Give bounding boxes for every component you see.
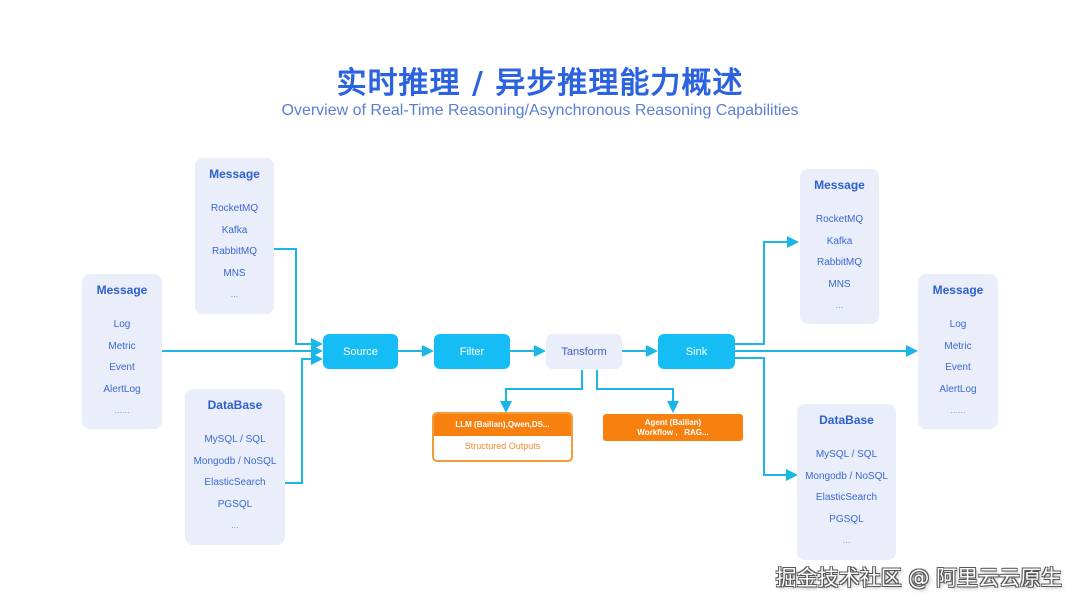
page-title: 实时推理 / 异步推理能力概述 bbox=[336, 66, 744, 101]
card-item: RabbitMQ bbox=[211, 246, 257, 257]
card-item: ...... bbox=[950, 405, 966, 415]
transform-node: Tansform bbox=[546, 334, 622, 369]
card-item: Mongodb / NoSQL bbox=[193, 455, 277, 467]
filter-node: Filter bbox=[434, 334, 510, 369]
agent-label: Agent (Bailian) bbox=[644, 417, 702, 427]
card-item: RabbitMQ bbox=[816, 257, 862, 268]
card-item: Log bbox=[949, 319, 967, 330]
source-message-queue-card: Message RocketMQ Kafka RabbitMQ MNS ... bbox=[195, 158, 274, 314]
card-item: ElasticSearch bbox=[815, 492, 878, 503]
source-node: Source bbox=[323, 334, 398, 369]
card-item: MySQL / SQL bbox=[815, 449, 878, 460]
card-item: ...... bbox=[114, 405, 130, 415]
connector-mq-to-source bbox=[274, 248, 323, 350]
card-item: ... bbox=[842, 535, 851, 545]
card-item: AlertLog bbox=[103, 383, 141, 395]
card-item: ... bbox=[835, 300, 844, 310]
card-item: AlertLog bbox=[939, 383, 977, 395]
card-item: RocketMQ bbox=[815, 214, 864, 225]
card-item: MNS bbox=[223, 267, 246, 279]
card-item: ElasticSearch bbox=[204, 477, 266, 488]
connector-db-to-source bbox=[285, 353, 323, 484]
card-item: PGSQL bbox=[217, 498, 253, 510]
card-title: DataBase bbox=[819, 413, 874, 427]
card-item: ... bbox=[230, 289, 239, 299]
sink-message-queue-card: Message RocketMQ Kafka RabbitMQ MNS ... bbox=[800, 169, 879, 324]
sink-node: Sink bbox=[658, 334, 735, 369]
card-item: Mongodb / NoSQL bbox=[805, 470, 888, 482]
card-title: Message bbox=[96, 283, 148, 297]
card-item: MNS bbox=[828, 278, 851, 290]
sink-database-card: DataBase MySQL / SQL Mongodb / NoSQL Ela… bbox=[797, 404, 896, 560]
card-item: MySQL / SQL bbox=[204, 434, 266, 445]
source-message-log-card: Message Log Metric Event AlertLog ...... bbox=[82, 274, 162, 429]
card-item: Kafka bbox=[221, 224, 248, 236]
card-item: Metric bbox=[108, 340, 136, 352]
llm-target-box: LLM (Bailian),Qwen,DS... Structured Outp… bbox=[432, 412, 573, 462]
card-title: Message bbox=[932, 283, 984, 297]
card-item: ... bbox=[231, 520, 239, 530]
workflow-rag-label: Workflow , RAG... bbox=[637, 427, 709, 437]
card-title: Message bbox=[814, 178, 865, 192]
connector-sink-to-db bbox=[735, 357, 798, 481]
card-item: Event bbox=[109, 362, 135, 373]
connector-transform-to-agent bbox=[596, 370, 679, 413]
card-item: Log bbox=[113, 319, 131, 330]
card-title: Message bbox=[209, 167, 260, 181]
llm-label: LLM (Bailian),Qwen,DS... bbox=[434, 414, 571, 436]
card-item: Metric bbox=[944, 340, 972, 352]
card-item: Event bbox=[945, 362, 971, 373]
watermark: 掘金技术社区 @ 阿里云云原生 bbox=[775, 566, 1062, 590]
source-database-card: DataBase MySQL / SQL Mongodb / NoSQL Ela… bbox=[185, 389, 285, 545]
structured-outputs-label: Structured Outputs bbox=[464, 441, 541, 451]
page-subtitle: Overview of Real-Time Reasoning/Asynchro… bbox=[281, 102, 799, 119]
sink-message-log-card: Message Log Metric Event AlertLog ...... bbox=[918, 274, 998, 429]
card-item: PGSQL bbox=[829, 513, 864, 525]
connector-transform-to-llm bbox=[500, 370, 583, 413]
card-item: RocketMQ bbox=[210, 203, 259, 214]
agent-target-box: Agent (Bailian) Workflow , RAG... bbox=[603, 414, 743, 441]
connector-sink-to-mq bbox=[735, 236, 799, 345]
card-title: DataBase bbox=[207, 398, 263, 412]
card-item: Kafka bbox=[826, 235, 853, 247]
